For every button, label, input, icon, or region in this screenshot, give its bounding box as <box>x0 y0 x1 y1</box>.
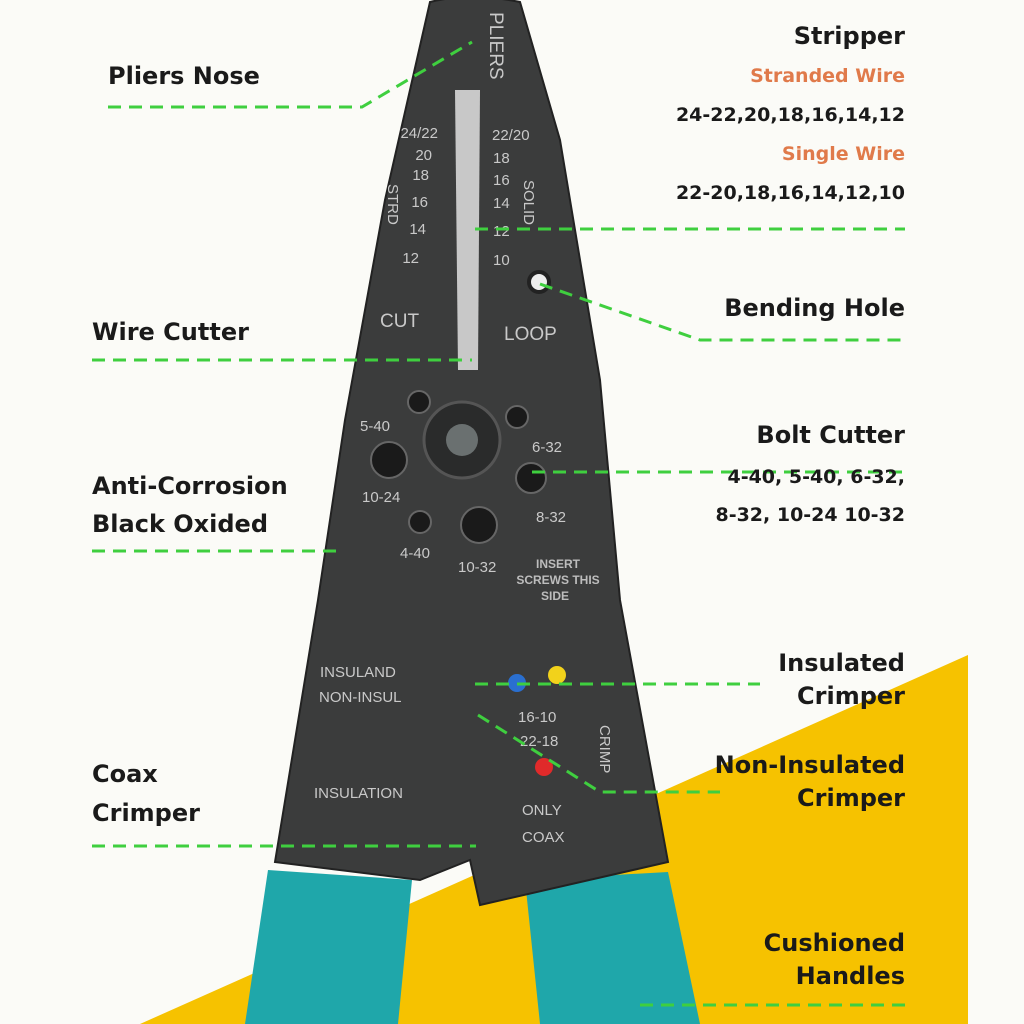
label-cushioned: Cushioned <box>764 929 905 957</box>
right-handle <box>525 872 700 1024</box>
label-handles: Handles <box>796 962 905 990</box>
stripping-slot <box>455 90 480 370</box>
bolt-size: 10-32 <box>458 559 496 576</box>
label-non-insulated-crimper: Crimper <box>797 784 905 812</box>
label-insulated-crimper: Crimper <box>797 682 905 710</box>
left-handle <box>245 870 412 1024</box>
crimp-size: 16-10 <box>518 709 556 726</box>
bending-hole <box>527 270 551 294</box>
label-pliers-nose: Pliers Nose <box>108 62 260 90</box>
label-bolt-cutter: Bolt Cutter <box>756 421 905 449</box>
label-insulated: Insulated <box>778 649 905 677</box>
pivot-center <box>446 424 478 456</box>
label-non-insulated: Non-Insulated <box>715 751 905 779</box>
engraving-loop: LOOP <box>504 324 557 345</box>
label-anti-corrosion: Anti-Corrosion <box>92 472 288 500</box>
bolt-size: 8-32 <box>536 509 566 526</box>
crimp-size: 22-18 <box>520 733 558 750</box>
engraving-non-insul: NON-INSUL <box>319 689 402 706</box>
strd-size: 14 <box>409 221 426 238</box>
single-wire-sizes: 22-20,18,16,14,12,10 <box>676 182 905 204</box>
solid-size: 16 <box>493 172 510 189</box>
insert-text: SCREWS THIS <box>516 573 599 587</box>
bolt-size: 5-40 <box>360 418 390 435</box>
strd-size: 24/22 <box>400 125 438 142</box>
label-coax-crimper: Crimper <box>92 799 200 827</box>
bolt-size: 4-40 <box>400 545 430 562</box>
strd-size: 20 <box>415 147 432 164</box>
engraving-only: ONLY <box>522 802 562 819</box>
leader-non-insulated-crimper <box>477 713 720 794</box>
engraving-cut: CUT <box>380 311 419 332</box>
stranded-wire-sizes: 24-22,20,18,16,14,12 <box>676 104 905 126</box>
solid-size: 18 <box>493 150 510 167</box>
engraving-solid: SOLID <box>520 180 537 225</box>
engraving-pliers: PLIERS <box>485 12 506 80</box>
label-stripper: Stripper <box>794 22 905 50</box>
strd-size: 12 <box>402 250 419 267</box>
label-wire-cutter: Wire Cutter <box>92 318 249 346</box>
red-crimp-dot <box>535 758 553 776</box>
engraving-strd: STRD <box>384 184 401 225</box>
label-bending-hole: Bending Hole <box>724 294 905 322</box>
solid-size: 10 <box>493 252 510 269</box>
bolt-size: 10-24 <box>362 489 400 506</box>
insert-text: SIDE <box>541 589 569 603</box>
bolt-size: 6-32 <box>532 439 562 456</box>
strd-size: 18 <box>412 167 429 184</box>
engraving-insuland: INSULAND <box>320 664 396 681</box>
solid-size: 12 <box>493 223 510 240</box>
label-single-wire: Single Wire <box>782 143 905 165</box>
right-margin-strip <box>968 0 1024 1024</box>
bolt-holes <box>370 390 547 544</box>
leader-bending-hole <box>539 282 905 342</box>
strd-size: 16 <box>411 194 428 211</box>
solid-size: 22/20 <box>492 127 530 144</box>
yellow-crimp-dot <box>548 666 566 684</box>
engraving-insulation: INSULATION <box>314 785 403 802</box>
label-coax: Coax <box>92 760 158 788</box>
label-black-oxided: Black Oxided <box>92 510 268 538</box>
engraving-crimp: CRIMP <box>596 725 613 773</box>
label-stranded-wire: Stranded Wire <box>750 65 905 87</box>
leader-pliers-nose <box>108 40 473 109</box>
insert-text: INSERT <box>536 557 581 571</box>
engraving-coax: COAX <box>522 829 565 846</box>
bolt-sizes-line2: 8-32, 10-24 10-32 <box>715 504 905 526</box>
solid-size: 14 <box>493 195 510 212</box>
bolt-sizes-line1: 4-40, 5-40, 6-32, <box>727 466 905 488</box>
